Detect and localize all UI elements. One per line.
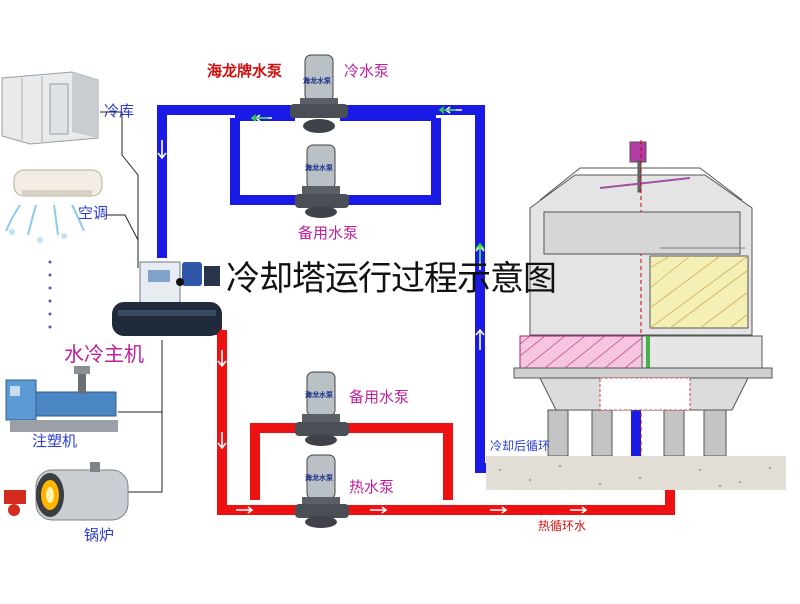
boiler-label: 锅炉	[84, 526, 115, 544]
hot-circulation-label: 热循环水	[538, 519, 587, 533]
cooling-tower-image	[486, 140, 786, 490]
hot-pipe-left-drop	[217, 330, 300, 515]
cold-storage-image	[1, 71, 99, 145]
device-connection-lines	[100, 111, 163, 493]
air-conditioner-label: 空调	[78, 204, 109, 222]
hot-bypass-right	[345, 423, 453, 500]
brand-label: 海龙牌水泵	[207, 62, 283, 80]
diagram-title: 冷却塔运行过程示意图	[226, 259, 557, 299]
pump-badge-hot: 海龙水泵	[305, 474, 333, 482]
hot-bypass-left	[250, 423, 302, 500]
cold-pump-label: 冷水泵	[344, 62, 390, 80]
cooled-return-label: 冷却后循环	[490, 439, 551, 453]
ellipsis-dots	[48, 260, 52, 329]
pump-cold-water	[290, 54, 348, 133]
standby-pump-top-label: 备用水泵	[298, 224, 359, 242]
cold-pipe-return	[340, 105, 641, 473]
injection-machine-image	[5, 366, 118, 432]
pump-hot-water	[295, 454, 349, 528]
cold-storage-label: 冷库	[104, 102, 135, 120]
boiler-image	[4, 462, 129, 521]
pump-badge-standby-bottom: 海龙水泵	[305, 391, 333, 399]
standby-pump-bottom-label: 备用水泵	[349, 388, 410, 406]
cold-bypass-right	[345, 118, 441, 205]
pump-badge-cold: 海龙水泵	[303, 77, 331, 85]
pump-standby-bottom	[295, 371, 349, 446]
chiller-image	[112, 261, 222, 336]
pump-standby-top	[295, 144, 349, 218]
chiller-label: 水冷主机	[64, 342, 144, 366]
cold-bypass-left	[230, 118, 298, 205]
cold-water-pipes	[157, 105, 641, 473]
pump-badge-standby-top: 海龙水泵	[305, 164, 333, 172]
hot-pump-label: 热水泵	[349, 478, 395, 496]
cold-pipe-left-riser	[157, 105, 295, 258]
air-conditioner-image	[5, 169, 103, 243]
injection-machine-label: 注塑机	[32, 432, 78, 450]
